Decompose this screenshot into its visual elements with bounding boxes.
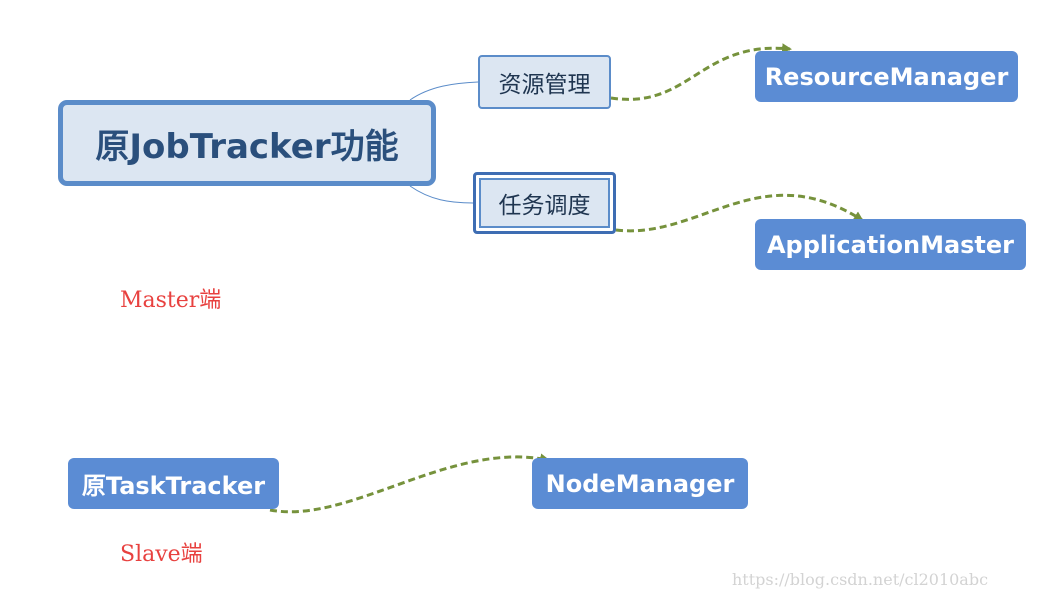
resourcemanager-label: ResourceManager [764,62,1009,91]
jobtracker-root-label: 原JobTracker功能 [95,126,399,167]
arrow-task-scheduling-to-applicationmaster [615,193,864,233]
arrow-tasktracker-to-nodemanager [269,453,550,514]
master-side-label: Master端 [120,288,222,313]
nodemanager-label: NodeManager [545,469,735,498]
connector-root-to-resource-mgmt [409,81,479,101]
resource-management-label: 资源管理 [498,72,591,98]
slave-side-label: Slave端 [120,542,203,567]
tasktracker-label: 原TaskTracker [81,472,266,500]
applicationmaster-label: ApplicationMaster [766,230,1015,259]
resourcemanager-node: ResourceManager [755,51,1018,102]
task-scheduling-node: 任务调度 [473,172,616,234]
connector-root-to-task-scheduling [409,185,474,204]
resource-management-node: 资源管理 [478,55,611,109]
applicationmaster-node: ApplicationMaster [755,219,1026,270]
arrow-resource-mgmt-to-resourcemanager [610,43,792,101]
nodemanager-node: NodeManager [532,458,748,509]
task-scheduling-label: 任务调度 [498,193,591,219]
watermark-url: https://blog.csdn.net/cl2010abc [732,570,989,589]
jobtracker-root-node: 原JobTracker功能 [58,100,436,186]
tasktracker-node: 原TaskTracker [68,458,279,509]
